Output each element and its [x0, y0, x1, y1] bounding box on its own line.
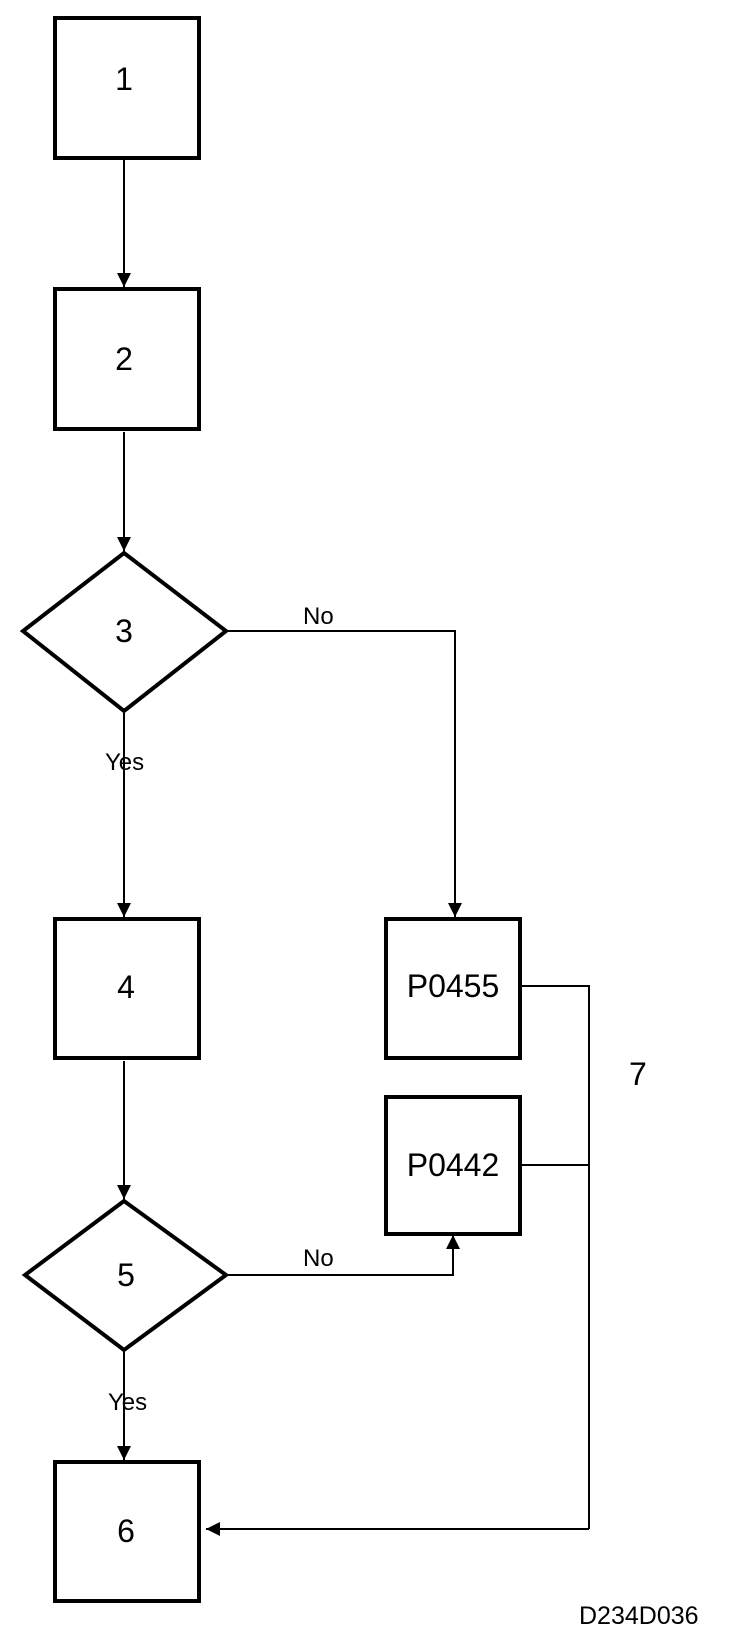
decision-3-no-label: No — [303, 603, 334, 630]
step-6-box — [53, 1460, 201, 1603]
arrow-5-no-to-p0442 — [226, 1235, 460, 1276]
code-p0442-label: P0442 — [407, 1147, 500, 1183]
decision-3-diamond — [19, 550, 230, 714]
arrow-3-no-to-p0455 — [226, 630, 462, 917]
code-p0455-label: P0455 — [407, 968, 500, 1004]
decision-5-no-label: No — [303, 1245, 334, 1272]
decision-3-yes-label: Yes — [105, 749, 144, 776]
callout-7-label: 7 — [629, 1056, 647, 1092]
decision-5-label: 5 — [117, 1257, 135, 1293]
code-p0442-box — [384, 1095, 522, 1236]
figure-reference-code: D234D036 — [579, 1602, 699, 1630]
step-6-label: 6 — [117, 1513, 135, 1549]
connector-p0455-to-bus — [520, 985, 590, 1529]
step-4-label: 4 — [117, 969, 135, 1005]
step-4-box — [53, 917, 201, 1060]
decision-3-label: 3 — [115, 613, 133, 649]
decision-5-yes-label: Yes — [108, 1389, 147, 1416]
code-p0455-box — [384, 917, 522, 1060]
step-2-box — [53, 287, 201, 431]
step-2-label: 2 — [115, 341, 133, 377]
step-1-label: 1 — [115, 61, 133, 97]
decision-5-diamond — [21, 1198, 230, 1353]
step-1-box — [53, 16, 201, 160]
